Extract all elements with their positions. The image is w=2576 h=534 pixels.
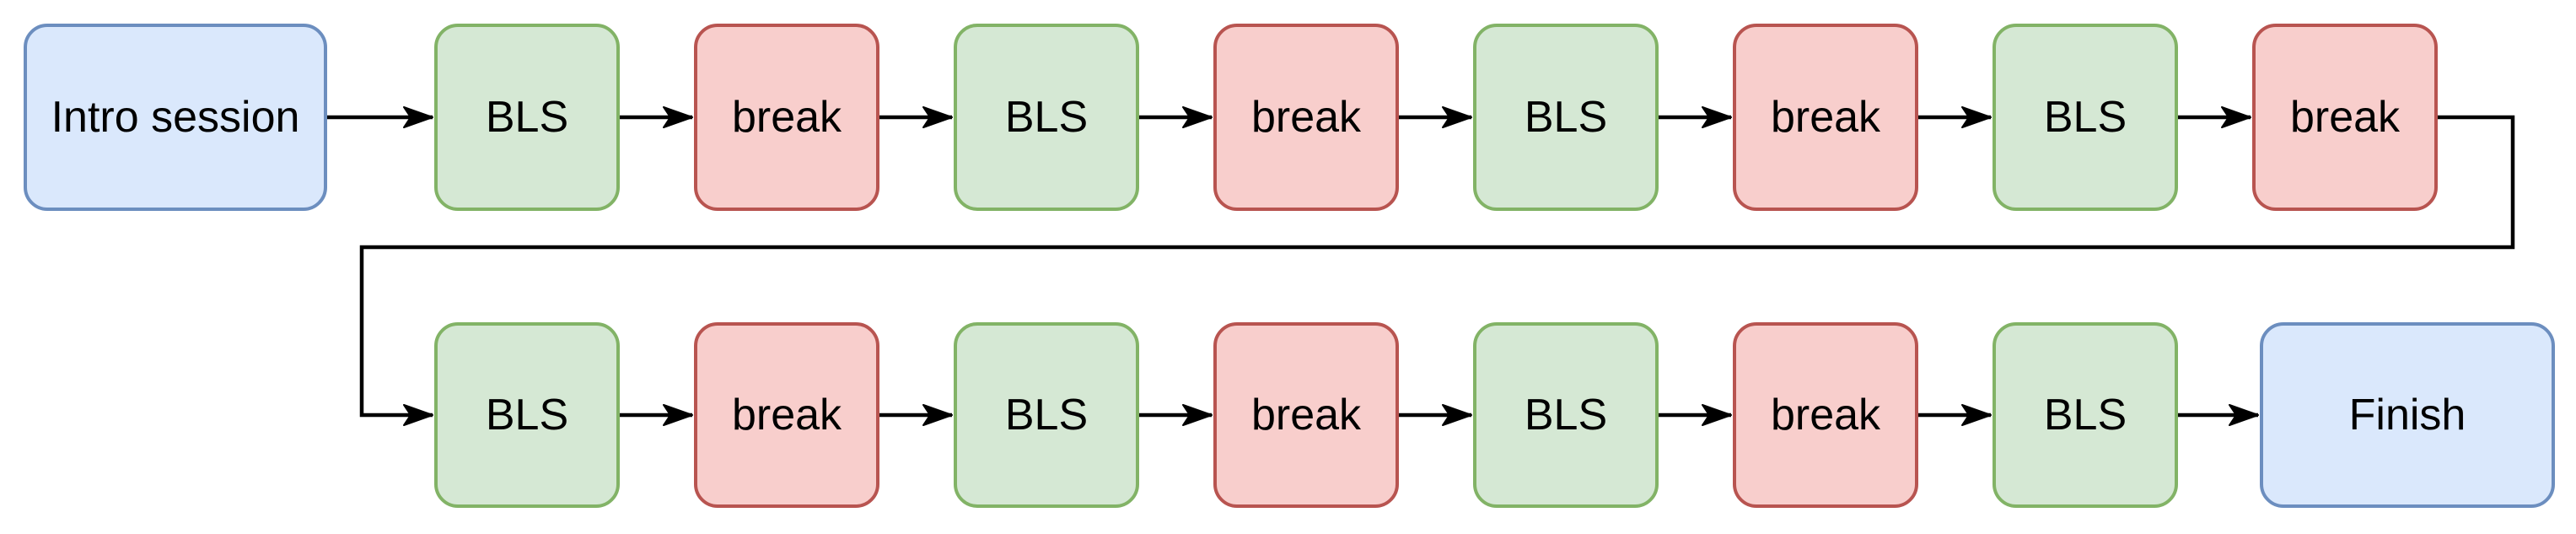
node-label: BLS	[485, 92, 569, 142]
node-label: break	[1250, 92, 1362, 142]
node-break-3: break	[1733, 24, 1918, 211]
node-label: BLS	[1004, 390, 1089, 440]
node-finish: Finish	[2260, 322, 2555, 508]
node-label: break	[731, 92, 842, 142]
node-break-5: break	[694, 322, 879, 508]
node-break-7: break	[1733, 322, 1918, 508]
node-bls-4: BLS	[1993, 24, 2178, 211]
node-label: Finish	[2348, 390, 2466, 440]
node-label: BLS	[1524, 92, 1608, 142]
node-label: BLS	[2043, 390, 2127, 440]
node-label: BLS	[485, 390, 569, 440]
node-break-1: break	[694, 24, 879, 211]
node-break-4: break	[2252, 24, 2438, 211]
node-bls-5: BLS	[434, 322, 620, 508]
edge-break-4-to-bls-5-wrap	[359, 115, 2515, 426]
node-bls-3: BLS	[1473, 24, 1659, 211]
node-label: BLS	[2043, 92, 2127, 142]
node-label: break	[1250, 390, 1362, 440]
node-bls-8: BLS	[1993, 322, 2178, 508]
node-bls-1: BLS	[434, 24, 620, 211]
node-intro: Intro session	[24, 24, 327, 211]
node-label: BLS	[1004, 92, 1089, 142]
node-label: break	[2289, 92, 2401, 142]
node-label: break	[1770, 92, 1881, 142]
node-bls-6: BLS	[954, 322, 1139, 508]
node-break-6: break	[1213, 322, 1399, 508]
node-bls-2: BLS	[954, 24, 1139, 211]
node-break-2: break	[1213, 24, 1399, 211]
node-bls-7: BLS	[1473, 322, 1659, 508]
node-label: BLS	[1524, 390, 1608, 440]
node-label: break	[1770, 390, 1881, 440]
node-label: Intro session	[51, 92, 300, 142]
node-label: break	[731, 390, 842, 440]
